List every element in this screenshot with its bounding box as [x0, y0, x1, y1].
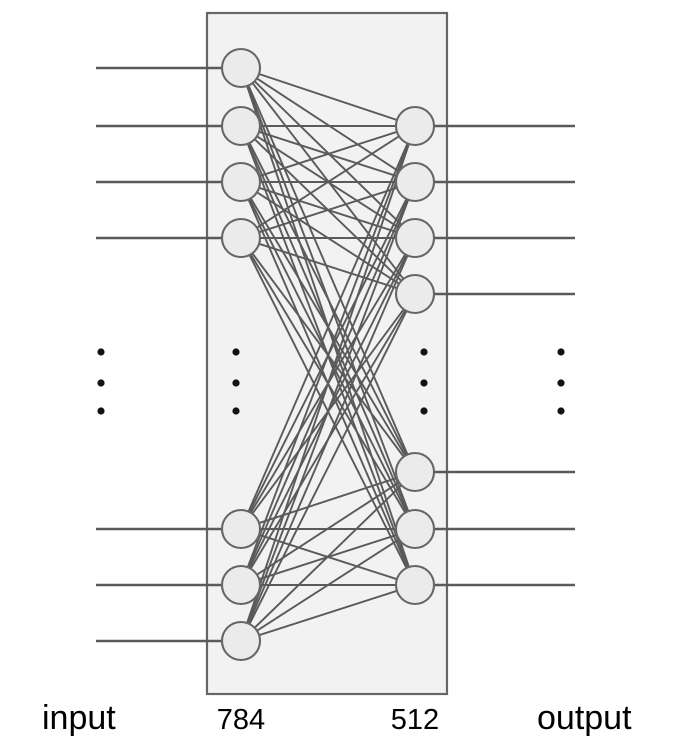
neuron-node	[220, 620, 262, 662]
neuron-node	[394, 508, 436, 550]
neuron-node	[394, 451, 436, 493]
neuron-node	[220, 47, 262, 89]
ellipsis-dot	[97, 379, 105, 387]
connection-edge	[247, 255, 409, 624]
ellipsis-dot	[97, 407, 105, 415]
ellipsis-dot	[420, 407, 428, 415]
ellipsis-dot	[232, 407, 240, 415]
connection-edge	[246, 199, 410, 624]
neuron-node	[394, 161, 436, 203]
connection-edge	[253, 484, 403, 629]
neuron-node	[220, 564, 262, 606]
ellipsis-dot	[420, 379, 428, 387]
connection-edge	[248, 142, 408, 456]
connection-edge	[248, 310, 408, 625]
connection-edge	[258, 130, 398, 178]
layer-caption-hidden-784: 784	[217, 704, 265, 736]
ellipsis-dot	[232, 348, 240, 356]
neuron-node	[220, 217, 262, 259]
neuron-node	[394, 564, 436, 606]
connection-edge	[258, 242, 398, 290]
layer-caption-input: input	[42, 699, 116, 737]
connection-edge	[256, 538, 400, 632]
neuron-node	[220, 161, 262, 203]
connection-edge	[256, 135, 400, 229]
neuron-node	[220, 105, 262, 147]
connection-edge	[258, 186, 398, 234]
connection-edge	[253, 80, 403, 226]
neuron-node	[394, 217, 436, 259]
connection-edge	[247, 143, 409, 512]
ellipsis-dots-group	[97, 348, 565, 415]
connection-edge	[258, 73, 398, 121]
layer-caption-hidden-512: 512	[391, 704, 439, 736]
ellipsis-dot	[97, 348, 105, 356]
ellipsis-dot	[557, 407, 565, 415]
neuron-nodes-group	[220, 47, 436, 662]
connection-edge	[246, 143, 410, 624]
layer-caption-output: output	[537, 699, 632, 737]
ellipsis-dot	[557, 379, 565, 387]
connection-edge	[256, 481, 400, 576]
neuron-node	[220, 508, 262, 550]
connection-edge	[256, 77, 400, 173]
ellipsis-dot	[557, 348, 565, 356]
ellipsis-dot	[420, 348, 428, 356]
io-lines-group	[96, 66, 575, 643]
neuron-node	[394, 273, 436, 315]
ellipsis-dot	[232, 379, 240, 387]
layer-captions-group: input 784 512 output	[42, 699, 632, 737]
neuron-node	[394, 105, 436, 147]
connection-edge	[258, 589, 398, 637]
connection-edges-group	[246, 73, 410, 637]
connection-edge	[246, 143, 410, 568]
